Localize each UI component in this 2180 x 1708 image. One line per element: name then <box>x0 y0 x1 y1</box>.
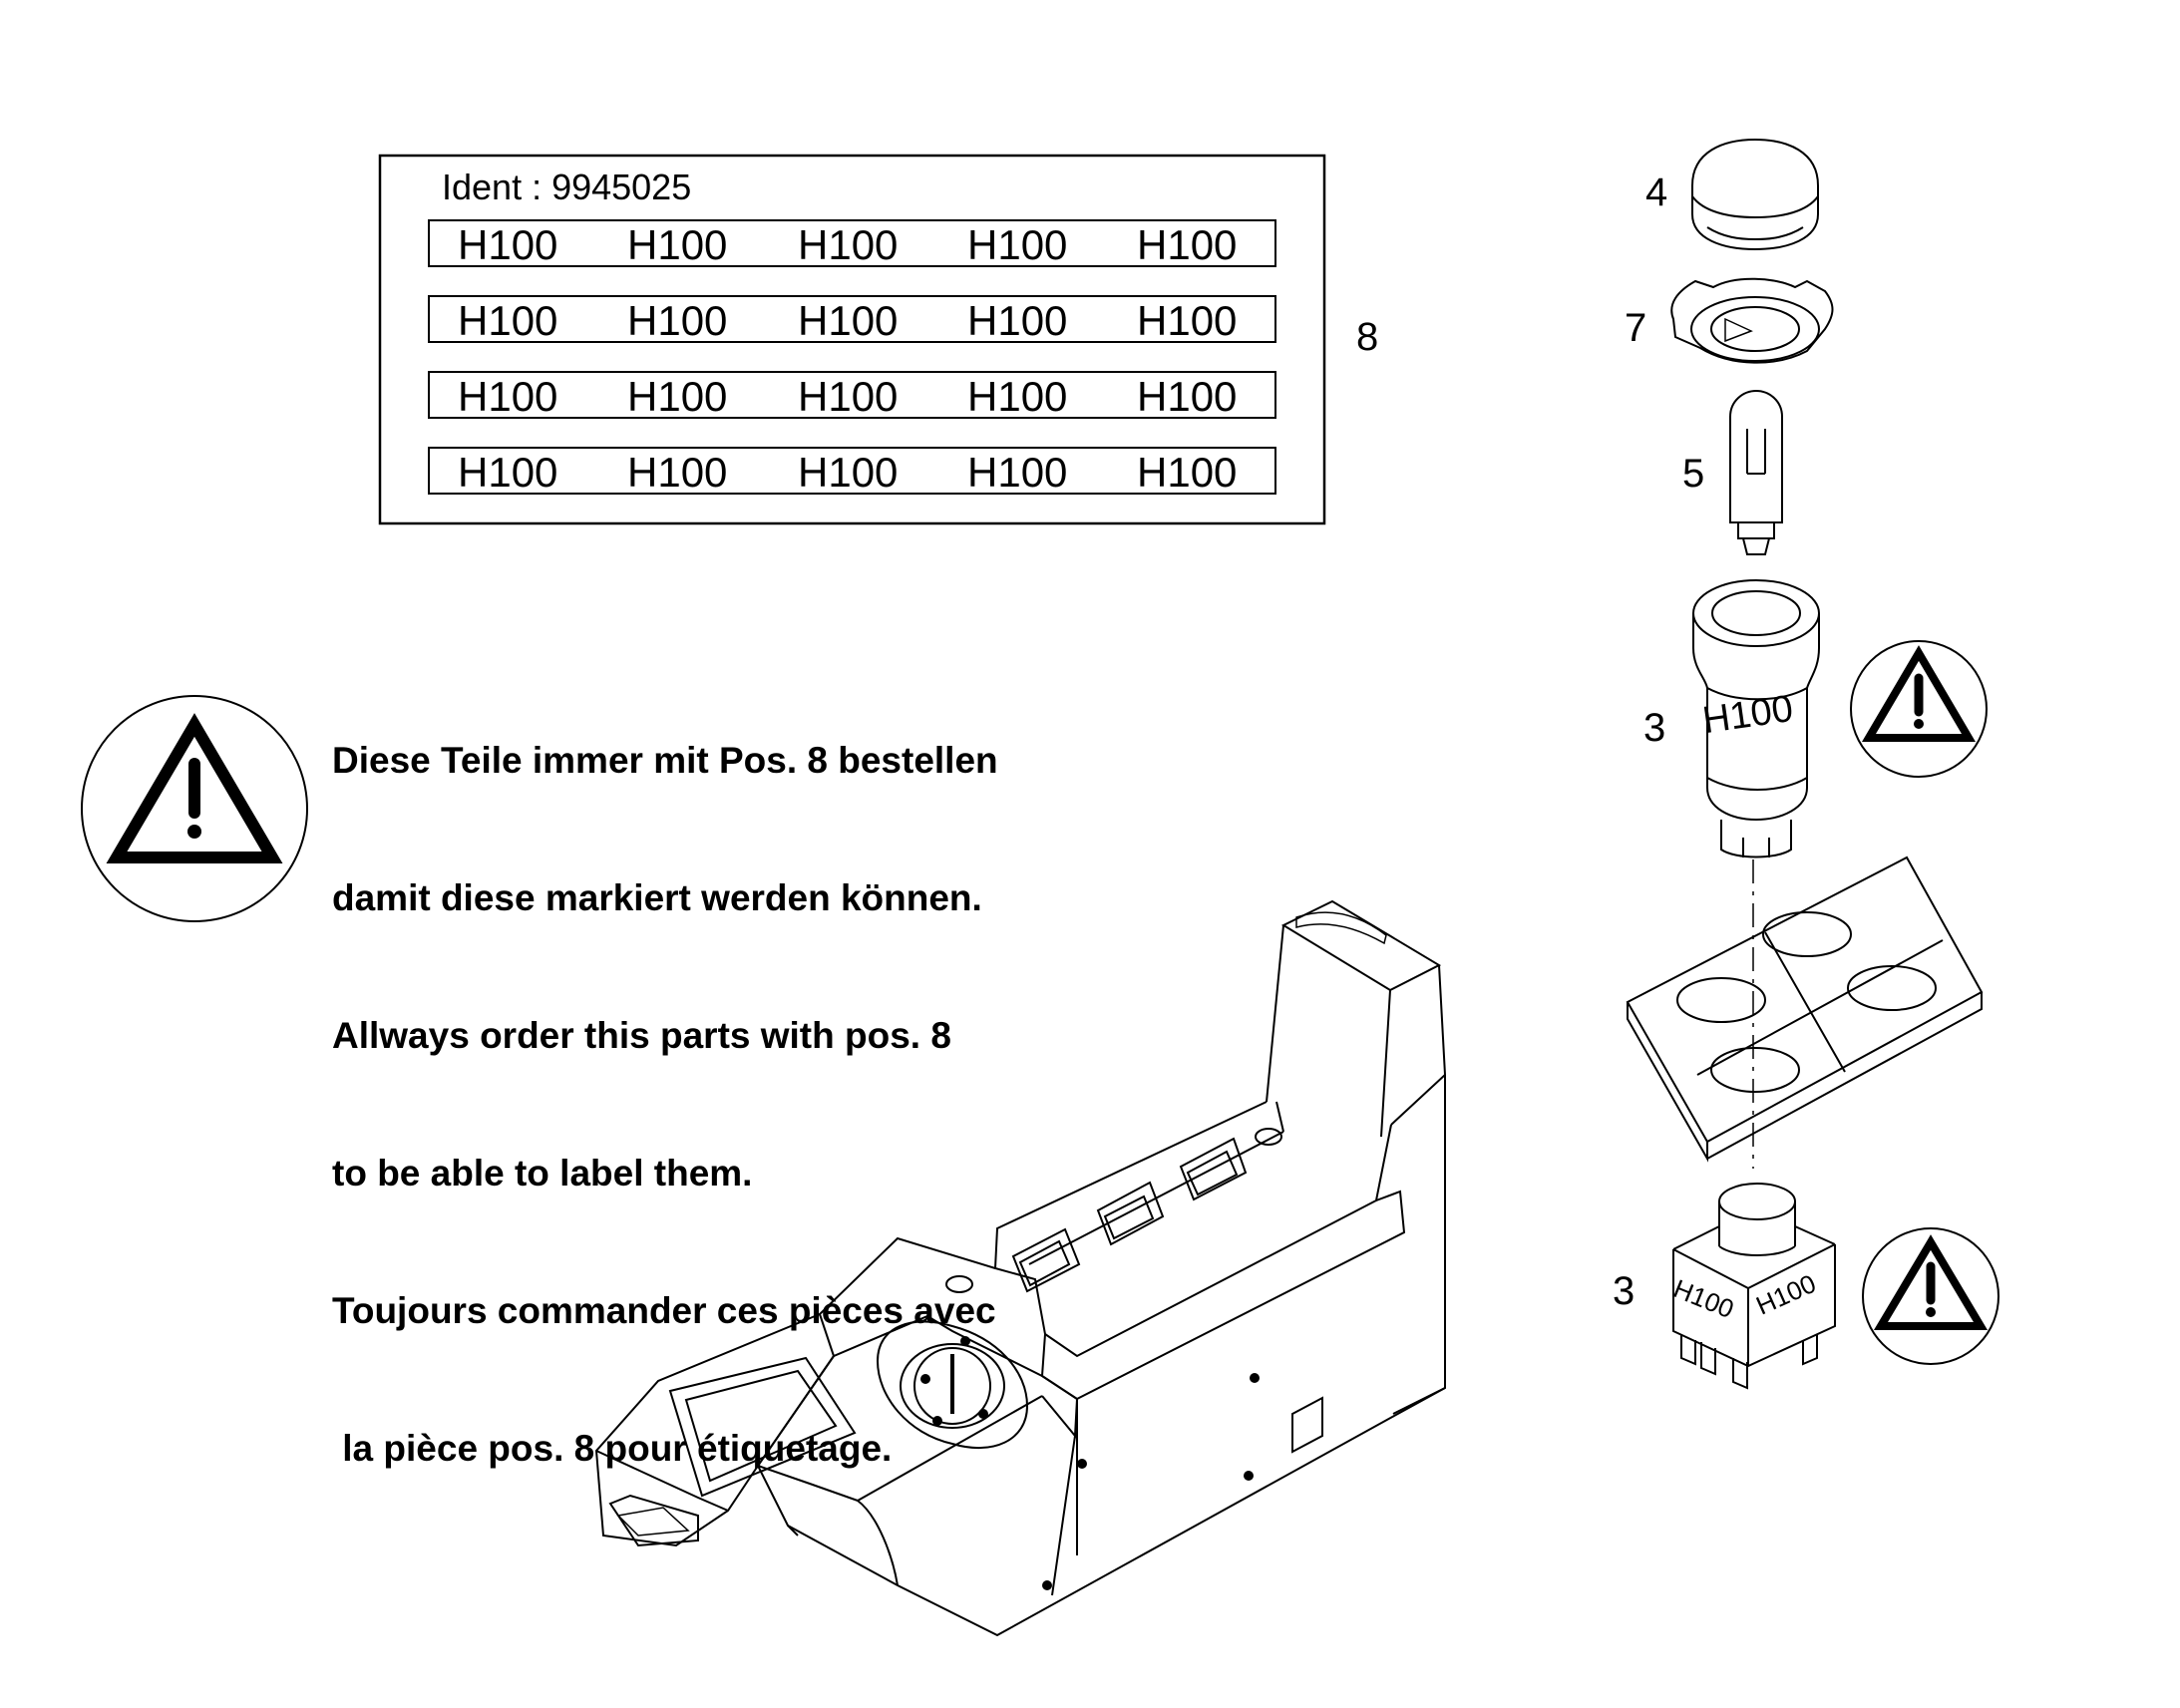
switch-label-left: H100 <box>1669 1273 1738 1324</box>
label-cell: H100 <box>627 373 727 420</box>
callout-8: 8 <box>1356 315 1378 359</box>
label-cell: H100 <box>1137 449 1237 496</box>
label-cell: H100 <box>458 373 557 420</box>
label-strip <box>428 219 1276 267</box>
label-cell: H100 <box>458 449 557 496</box>
label-cell: H100 <box>1137 221 1237 268</box>
label-cell: H100 <box>798 373 898 420</box>
callout-7: 7 <box>1625 306 1646 350</box>
label-cell: H100 <box>1137 297 1237 344</box>
label-cell: H100 <box>1137 373 1237 420</box>
lens-ring-part: 7 <box>1625 277 1834 364</box>
cap-part: 4 <box>1645 138 1819 251</box>
label-cell: H100 <box>798 221 898 268</box>
label-cell: H100 <box>798 449 898 496</box>
switch-label-right: H100 <box>1751 1268 1820 1321</box>
label-cell: H100 <box>627 221 727 268</box>
warning-icon <box>81 695 308 922</box>
ident-number: Ident : 9945025 <box>442 167 691 207</box>
round-switch-part: H100 3 <box>1643 579 1820 858</box>
notice-line: damit diese markiert werden können. <box>332 877 982 918</box>
label-cell: H100 <box>967 297 1067 344</box>
switch-label: H100 <box>1700 688 1796 742</box>
notice-line: la pièce pos. 8 pour étiquetage. <box>332 1428 893 1469</box>
bulb-part: 5 <box>1682 389 1783 555</box>
console-housing <box>594 899 1447 1637</box>
warning-icon <box>1862 1227 1999 1365</box>
callout-5: 5 <box>1682 452 1704 496</box>
callout-3-square: 3 <box>1613 1269 1635 1313</box>
label-cell: H100 <box>967 373 1067 420</box>
order-notice: Diese Teile immer mit Pos. 8 bestellen d… <box>332 646 1150 1518</box>
label-cell: H100 <box>798 297 898 344</box>
callout-4: 4 <box>1645 171 1667 214</box>
notice-line: Toujours commander ces pièces avec <box>332 1290 996 1331</box>
label-cell: H100 <box>967 221 1067 268</box>
label-strip <box>428 371 1276 419</box>
label-cell: H100 <box>458 297 557 344</box>
callout-3-round: 3 <box>1643 706 1665 750</box>
switch-plate <box>1626 855 1984 1163</box>
label-cell: H100 <box>627 297 727 344</box>
warning-icon <box>1850 640 1988 778</box>
label-cell: H100 <box>458 221 557 268</box>
notice-line: Allways order this parts with pos. 8 <box>332 1015 951 1056</box>
label-strip <box>428 447 1276 495</box>
square-switch-part: H100 H100 3 <box>1613 1183 1836 1390</box>
label-cell: H100 <box>967 449 1067 496</box>
notice-line: to be able to label them. <box>332 1153 753 1194</box>
label-strip <box>428 295 1276 343</box>
label-cell: H100 <box>627 449 727 496</box>
notice-line: Diese Teile immer mit Pos. 8 bestellen <box>332 740 998 781</box>
